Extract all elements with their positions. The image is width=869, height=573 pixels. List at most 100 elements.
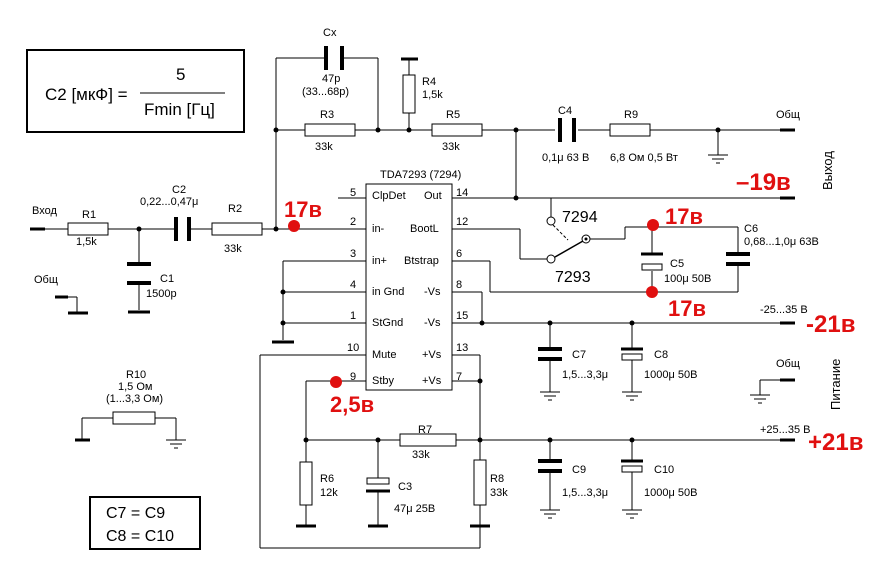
pin-in-gnd: in Gnd [372, 286, 404, 298]
c8-value: 1000μ 50В [644, 369, 697, 381]
formula-box: C2 [мкФ] = 5 Fmin [Гц] [26, 49, 245, 133]
selector-label-7293: 7293 [555, 269, 591, 286]
r3-name: R3 [320, 109, 334, 121]
resistors [67, 74, 651, 506]
r2-value: 33k [224, 243, 242, 255]
r2-name: R2 [228, 203, 242, 215]
ground-icon [540, 391, 560, 401]
r9-name: R9 [624, 109, 638, 121]
output-label: Выход [820, 151, 835, 190]
r9-value: 6,8 Ом 0,5 Вт [610, 152, 678, 164]
resistor-r7 [399, 433, 457, 447]
c7-value: 1,5...3,3μ [562, 369, 608, 381]
c10-name: C10 [654, 464, 674, 476]
resistor-r2 [211, 222, 263, 236]
common-power-label: Общ [776, 358, 800, 370]
capacitor-c5 [641, 252, 663, 271]
power-label: Питание [828, 359, 843, 410]
annotation-v-btstrap: 17в [668, 296, 706, 321]
capacitor-c10 [621, 459, 643, 473]
selector-label-7294: 7294 [562, 209, 598, 226]
capacitor-c9 [538, 459, 562, 473]
pin-in-plus: in+ [372, 255, 387, 267]
capacitor-c4 [558, 118, 576, 142]
resistor-r4 [402, 74, 416, 114]
common-output-label: Общ [776, 109, 800, 121]
ground-icon [622, 509, 642, 519]
annotation-v-bootl: 17в [665, 204, 703, 229]
ground-icon [166, 439, 186, 449]
r6-value: 12k [320, 487, 338, 499]
junctions [136, 127, 721, 443]
input-label: Вход [32, 205, 57, 217]
c5-value: 100μ 50В [664, 273, 711, 285]
r7-value: 33k [412, 449, 430, 461]
c1-value: 1500p [146, 288, 177, 300]
capacitor-c1 [127, 262, 151, 285]
r7-name: R7 [418, 424, 432, 436]
formula-lhs: C2 [мкФ] = [45, 85, 128, 104]
pin-pos-vs-7: +Vs [422, 375, 442, 387]
pin-num-5: 5 [350, 187, 356, 199]
c3-name: C3 [398, 481, 412, 493]
annotation-v-stby: 2,5в [330, 392, 374, 417]
formula-denominator: Fmin [Гц] [144, 100, 215, 119]
c10-value: 1000μ 50В [644, 487, 697, 499]
capacitor-c8 [621, 347, 643, 361]
r10-name: R10 [126, 369, 146, 381]
c2-value: 0,22...0,47μ [140, 196, 198, 208]
probe-dot [646, 286, 658, 298]
wires [30, 57, 795, 549]
probe-dot [330, 376, 342, 388]
resistor-r10 [112, 411, 156, 425]
terminals [30, 57, 795, 528]
pin-num-10: 10 [347, 342, 359, 354]
r5-name: R5 [446, 109, 460, 121]
r10-value: 1,5 Ом [118, 381, 152, 393]
c1-name: C1 [160, 273, 174, 285]
c2-name: C2 [172, 184, 186, 196]
common-input-label: Общ [34, 274, 58, 286]
neg-supply-label: -25...35 В [760, 304, 808, 316]
voltage-annotations: 17в –19в 17в 17в -21в 2,5в +21в [284, 169, 863, 456]
pin-stby: Stby [372, 375, 395, 387]
resistor-r6 [299, 461, 313, 506]
ground-icon [708, 154, 728, 164]
ic-title: TDA7293 (7294) [380, 169, 461, 181]
cx-value: 47p [322, 73, 340, 85]
resistor-r5 [431, 123, 483, 137]
r8-value: 33k [490, 487, 508, 499]
formula-numerator: 5 [176, 65, 185, 84]
pin-num-13: 13 [456, 342, 468, 354]
c5-name: C5 [670, 258, 684, 270]
r3-value: 33k [315, 141, 333, 153]
capacitor-c2 [174, 217, 191, 241]
pin-num-3: 3 [350, 248, 356, 260]
resistor-r3 [304, 123, 356, 137]
pin-neg-vs-15: -Vs [424, 317, 441, 329]
pin-num-8: 8 [456, 279, 462, 291]
resistor-r8 [473, 459, 487, 506]
r6-name: R6 [320, 473, 334, 485]
pin-num-2: 2 [350, 216, 356, 228]
pin-out: Out [424, 190, 442, 202]
r4-value: 1,5k [422, 89, 443, 101]
c4-value: 0,1μ 63 В [542, 152, 589, 164]
probe-dot [647, 219, 659, 231]
pin-num-6: 6 [456, 248, 462, 260]
capacitors [127, 46, 750, 493]
r10-range: (1...3,3 Ом) [106, 393, 163, 405]
capacitor-cx [324, 46, 344, 70]
pin-num-15: 15 [456, 310, 468, 322]
c8-name: C8 [654, 349, 668, 361]
annotation-v-neg: -21в [806, 311, 855, 338]
pin-num-14: 14 [456, 187, 468, 199]
pin-pos-vs-13: +Vs [422, 349, 442, 361]
ic-tda7293: TDA7293 (7294) ClpDet in- in+ in Gnd StG… [347, 169, 468, 391]
component-labels: Cx 47p (33...68p) R4 1,5k R3 33k R5 33k … [76, 27, 819, 515]
pin-num-4: 4 [350, 279, 356, 291]
equality-c7-c9: C7 = C9 [106, 505, 165, 522]
ground-icon [750, 394, 770, 404]
capacitor-c7 [538, 347, 562, 361]
